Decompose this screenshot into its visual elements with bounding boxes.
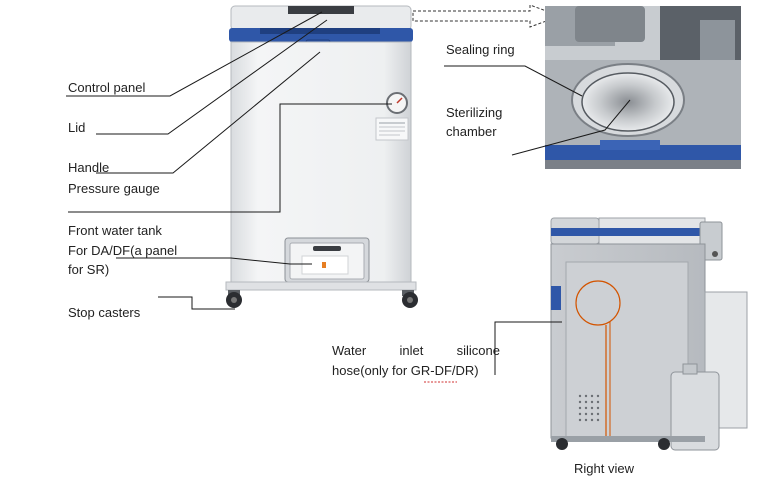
right-view-autoclave — [550, 217, 748, 451]
label-stop-casters: Stop casters — [68, 305, 141, 320]
label-hose-word-inlet: inlet — [399, 343, 424, 358]
leader-lines — [66, 11, 631, 375]
label-sterilizing-chamber: chamber — [446, 124, 497, 139]
label-hose-line1: Water inlet silicone — [332, 343, 500, 359]
interior-photo — [545, 6, 741, 169]
label-hose-line2: hose(only for GR-DF/DR) — [332, 363, 479, 378]
control-panel-display — [288, 6, 354, 14]
label-right-view: Right view — [574, 461, 634, 476]
label-front-water-tank-line3: for SR) — [68, 262, 110, 277]
label-sterilizing: Sterilizing — [446, 105, 503, 120]
label-handle: Handle — [68, 160, 110, 175]
label-sealing-ring: Sealing ring — [446, 42, 515, 57]
label-hose-word-silicone: silicone — [456, 343, 500, 358]
front-view-autoclave — [225, 5, 418, 308]
label-front-water-tank-line2: For DA/DF(a panel — [68, 243, 178, 258]
label-front-water-tank: Front water tank — [68, 223, 162, 238]
dashed-arrow — [412, 4, 562, 28]
label-control-panel: Control panel — [68, 80, 146, 95]
label-hose-word-water: Water — [332, 343, 367, 358]
label-lid: Lid — [68, 120, 86, 135]
label-pressure-gauge: Pressure gauge — [68, 181, 160, 196]
